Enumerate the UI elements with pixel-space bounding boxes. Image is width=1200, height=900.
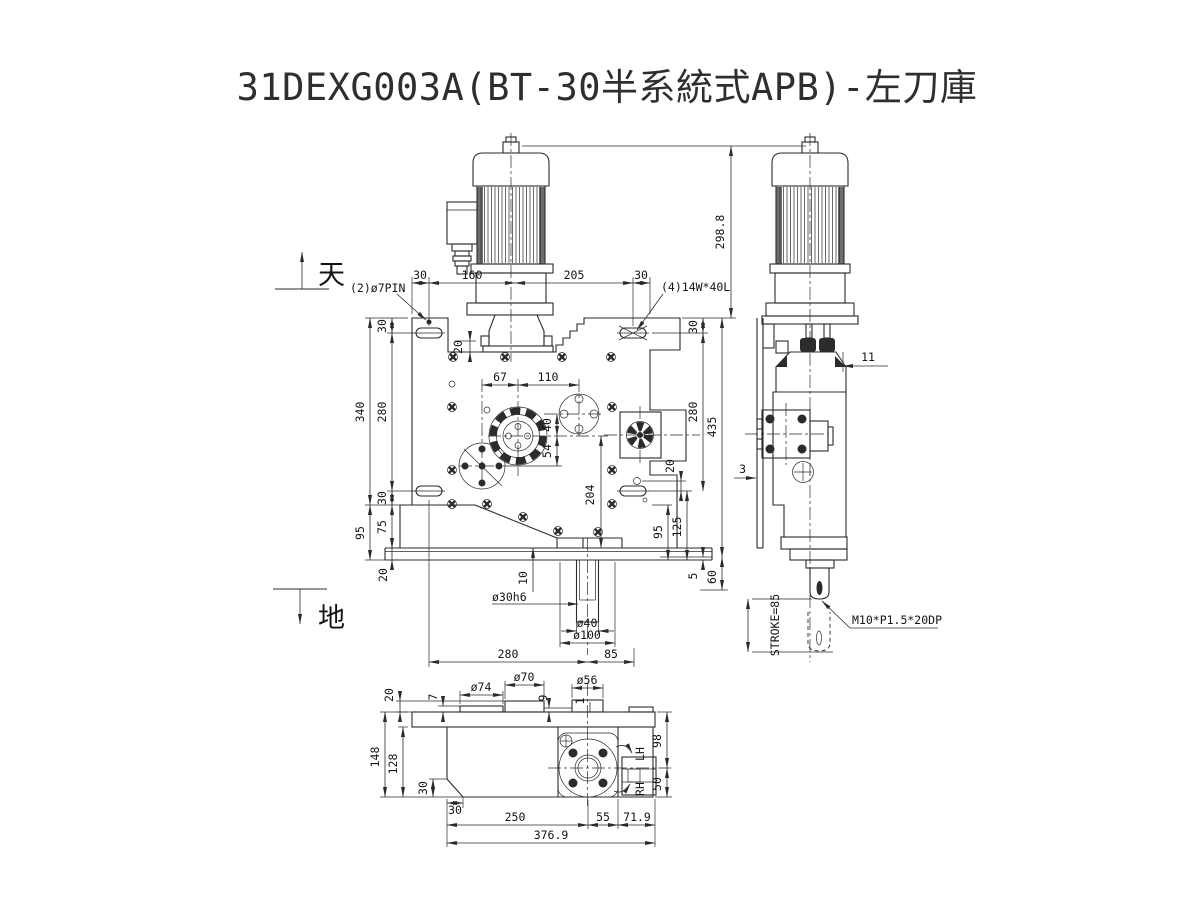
dim-label: 20	[382, 688, 396, 702]
thread-callout-label: M10*P1.5*20DP	[852, 613, 942, 627]
dim-label: 160	[462, 268, 483, 282]
spline-flange	[488, 379, 608, 476]
dim-label: 30	[686, 320, 700, 334]
dim-label: 250	[505, 810, 526, 824]
dim-label: 75	[375, 520, 389, 534]
stroke-label: STROKE=85	[768, 594, 782, 656]
front-motor	[446, 133, 554, 362]
dim-label: 204	[583, 485, 597, 506]
bottom-body: LH RH	[411, 683, 672, 806]
dim-label: 128	[386, 754, 400, 775]
front-dimensions: 30 160 205 30 298.8 340 95	[350, 145, 806, 667]
dim-label: 376.9	[534, 828, 569, 842]
dim-label: 30	[413, 268, 427, 282]
dim-label: 298.8	[713, 215, 727, 250]
bottom-view: LH RH 20 7 ø74 ø70 9	[368, 670, 672, 847]
bottom-dimensions: 20 7 ø74 ø70 9 ø56 1	[368, 670, 672, 847]
drawing-title: 31DEXG003A(BT-30半系統式APB)-左刀庫	[237, 66, 978, 109]
front-view: 30 160 205 30 298.8 340 95	[350, 133, 806, 667]
dim-label: 40	[540, 418, 554, 432]
datum-sky-label: 天	[318, 260, 345, 291]
terminal-box	[446, 201, 478, 275]
side-port-flange	[604, 406, 700, 464]
rh-label: RH	[633, 782, 647, 796]
pin-callout-label: (2)ø7PIN	[350, 281, 405, 295]
dim-label: 3	[739, 462, 746, 476]
dim-label: 30	[634, 268, 648, 282]
side-body	[745, 315, 859, 652]
dim-label: 60	[705, 570, 719, 584]
dim-label: 67	[493, 370, 507, 384]
dim-label: 30	[375, 319, 389, 333]
dim-label: 50	[650, 777, 664, 791]
dim-label: ø30h6	[492, 590, 527, 604]
dim-label: 7	[426, 693, 440, 700]
dim-label: 280	[498, 647, 519, 661]
dim-label: 280	[686, 402, 700, 423]
dim-label: 55	[596, 810, 610, 824]
dim-label: 20	[376, 568, 390, 582]
dim-label: 205	[564, 268, 585, 282]
dim-label: 9	[536, 694, 550, 701]
datum-ground-symbol: 地	[273, 588, 345, 634]
dim-label: 125	[670, 517, 684, 538]
dim-label: ø40	[577, 616, 598, 630]
lh-label: LH	[633, 747, 647, 761]
datum-sky-symbol: 天	[275, 251, 345, 291]
side-view: 11 3 STROKE=85 M10*P1.5*20DP	[734, 133, 942, 662]
dim-label: 10	[516, 571, 530, 585]
dim-label: 340	[353, 402, 367, 423]
dim-label: 11	[861, 350, 875, 364]
dim-label: 110	[538, 370, 559, 384]
dim-label: 148	[368, 747, 382, 768]
dim-label: 435	[705, 417, 719, 438]
dim-label: 85	[604, 647, 618, 661]
dim-label: 20	[663, 459, 677, 473]
lower-left-flange	[458, 379, 506, 490]
bolt-heads	[446, 351, 648, 538]
dim-label: ø56	[577, 673, 598, 687]
dim-label: ø74	[471, 680, 492, 694]
dim-label: 280	[375, 402, 389, 423]
side-dimensions: 11 3 STROKE=85 M10*P1.5*20DP	[734, 350, 942, 656]
upper-right-flange	[544, 379, 602, 436]
front-plate	[384, 317, 713, 655]
dim-label: 98	[650, 734, 664, 748]
dim-label: 20	[451, 340, 465, 354]
dim-label: 30	[375, 491, 389, 505]
dim-label: 1	[573, 697, 587, 704]
dim-label: 30	[416, 781, 430, 795]
dim-label: 30	[448, 803, 462, 817]
dim-label: 71.9	[623, 810, 651, 824]
output-shaft	[575, 538, 600, 655]
dim-label: 95	[651, 525, 665, 539]
mounting-slots	[413, 319, 649, 497]
lh-rh-block: LH RH	[613, 743, 657, 796]
bolt-callout-label: (4)14W*40L	[661, 280, 730, 294]
dim-label: ø100	[573, 628, 601, 642]
dim-label: ø70	[514, 670, 535, 684]
dim-label: 54	[540, 444, 554, 458]
dim-label: 95	[353, 526, 367, 540]
dim-label: 5	[686, 573, 700, 580]
datum-ground-label: 地	[318, 603, 345, 634]
